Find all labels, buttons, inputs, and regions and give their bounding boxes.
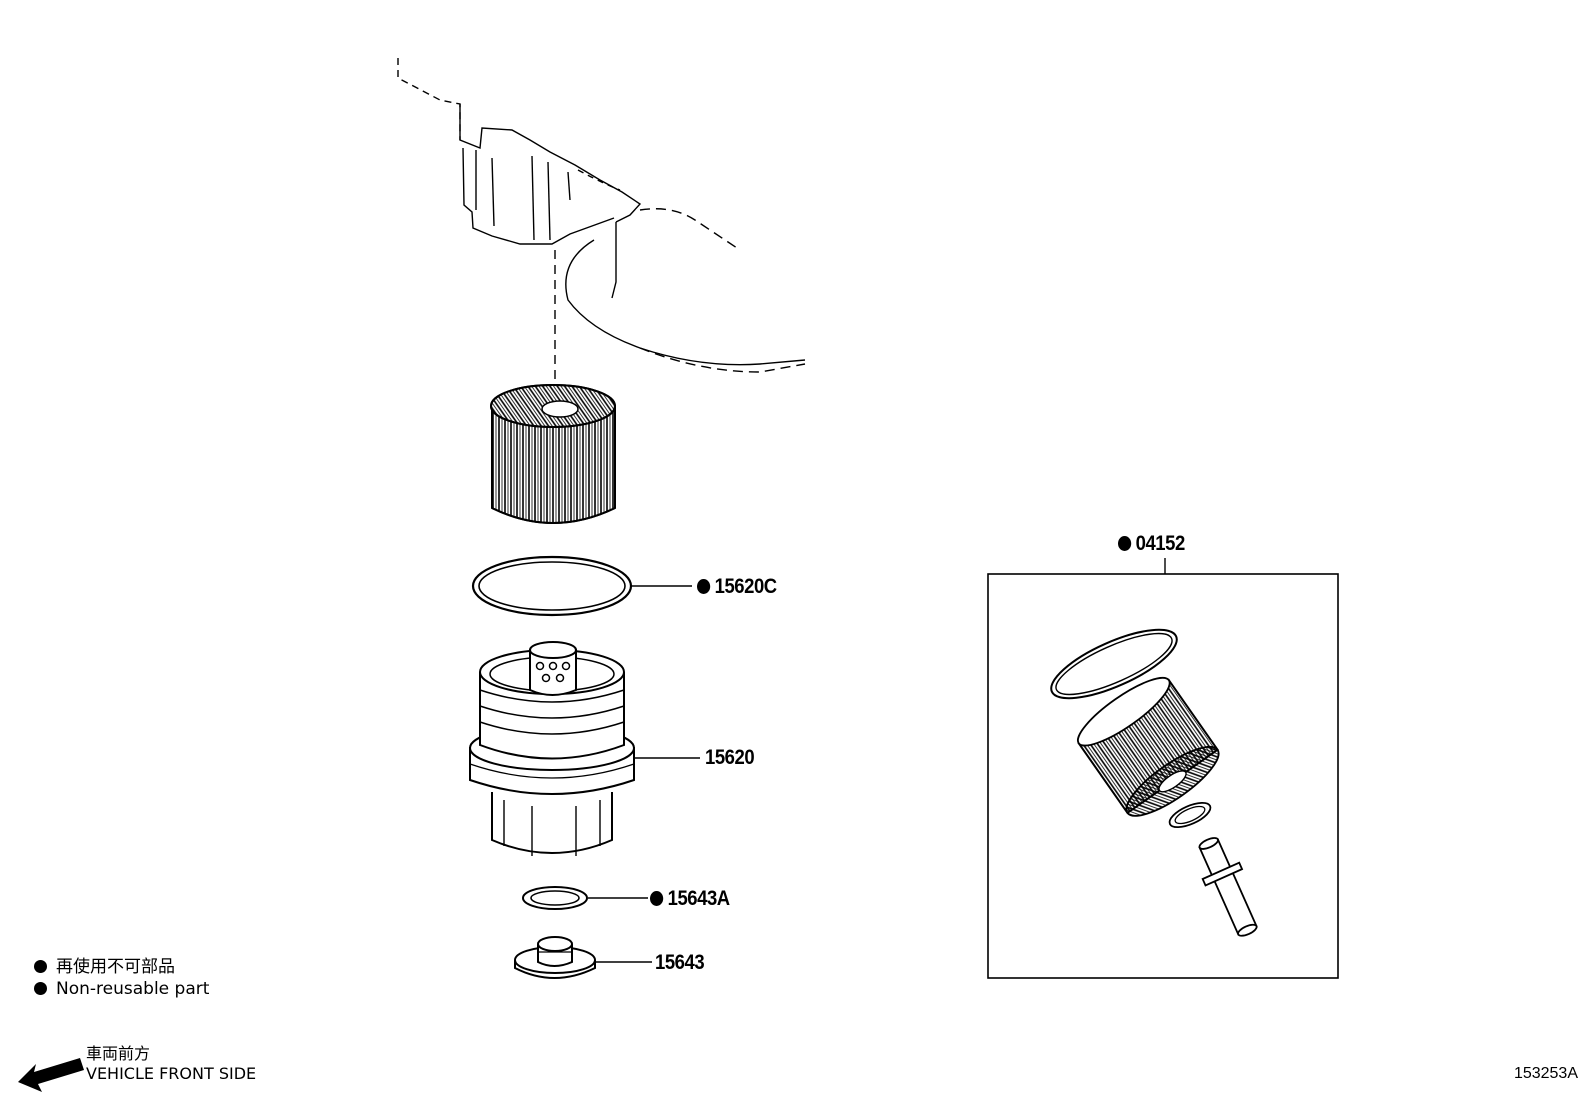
figure-id: 153253A <box>1513 1065 1578 1082</box>
non-reusable-dot-icon <box>650 891 664 906</box>
legend-jp-text: 再使用不可部品 <box>56 957 175 977</box>
legend-jp: 再使用不可部品 <box>34 952 175 977</box>
callout-drain-plug: 15643 <box>655 951 705 975</box>
oil-filter-cap <box>469 641 700 856</box>
callout-drain-gasket: 15643A <box>650 887 730 911</box>
non-reusable-dot-icon <box>1118 536 1132 551</box>
o-ring-large <box>471 555 692 617</box>
callout-o-ring-large: 15620C <box>697 575 777 599</box>
filter-element <box>490 384 616 524</box>
callout-element-kit: 04152 <box>1118 532 1185 556</box>
non-reusable-dot-icon <box>34 960 47 973</box>
front-arrow-icon <box>18 1058 84 1092</box>
non-reusable-dot-icon <box>697 579 711 594</box>
non-reusable-dot-icon <box>34 982 47 995</box>
front-indicator-en: VEHICLE FRONT SIDE <box>86 1064 257 1083</box>
callout-filter-cap: 15620 <box>705 746 755 770</box>
drain-plug <box>514 936 652 979</box>
front-indicator-jp: 車両前方 <box>86 1044 151 1063</box>
part-number-15620C: 15620C <box>714 575 778 598</box>
legend-en: Non-reusable part <box>34 979 209 999</box>
part-number-15643: 15643 <box>655 951 705 974</box>
engine-housing <box>397 58 806 373</box>
legend-en-text: Non-reusable part <box>56 979 210 999</box>
part-number-04152: 04152 <box>1135 532 1186 555</box>
part-number-15620: 15620 <box>705 746 755 769</box>
part-number-15643A: 15643A <box>667 887 731 910</box>
element-kit-box <box>987 558 1339 979</box>
drain-gasket <box>522 886 648 910</box>
